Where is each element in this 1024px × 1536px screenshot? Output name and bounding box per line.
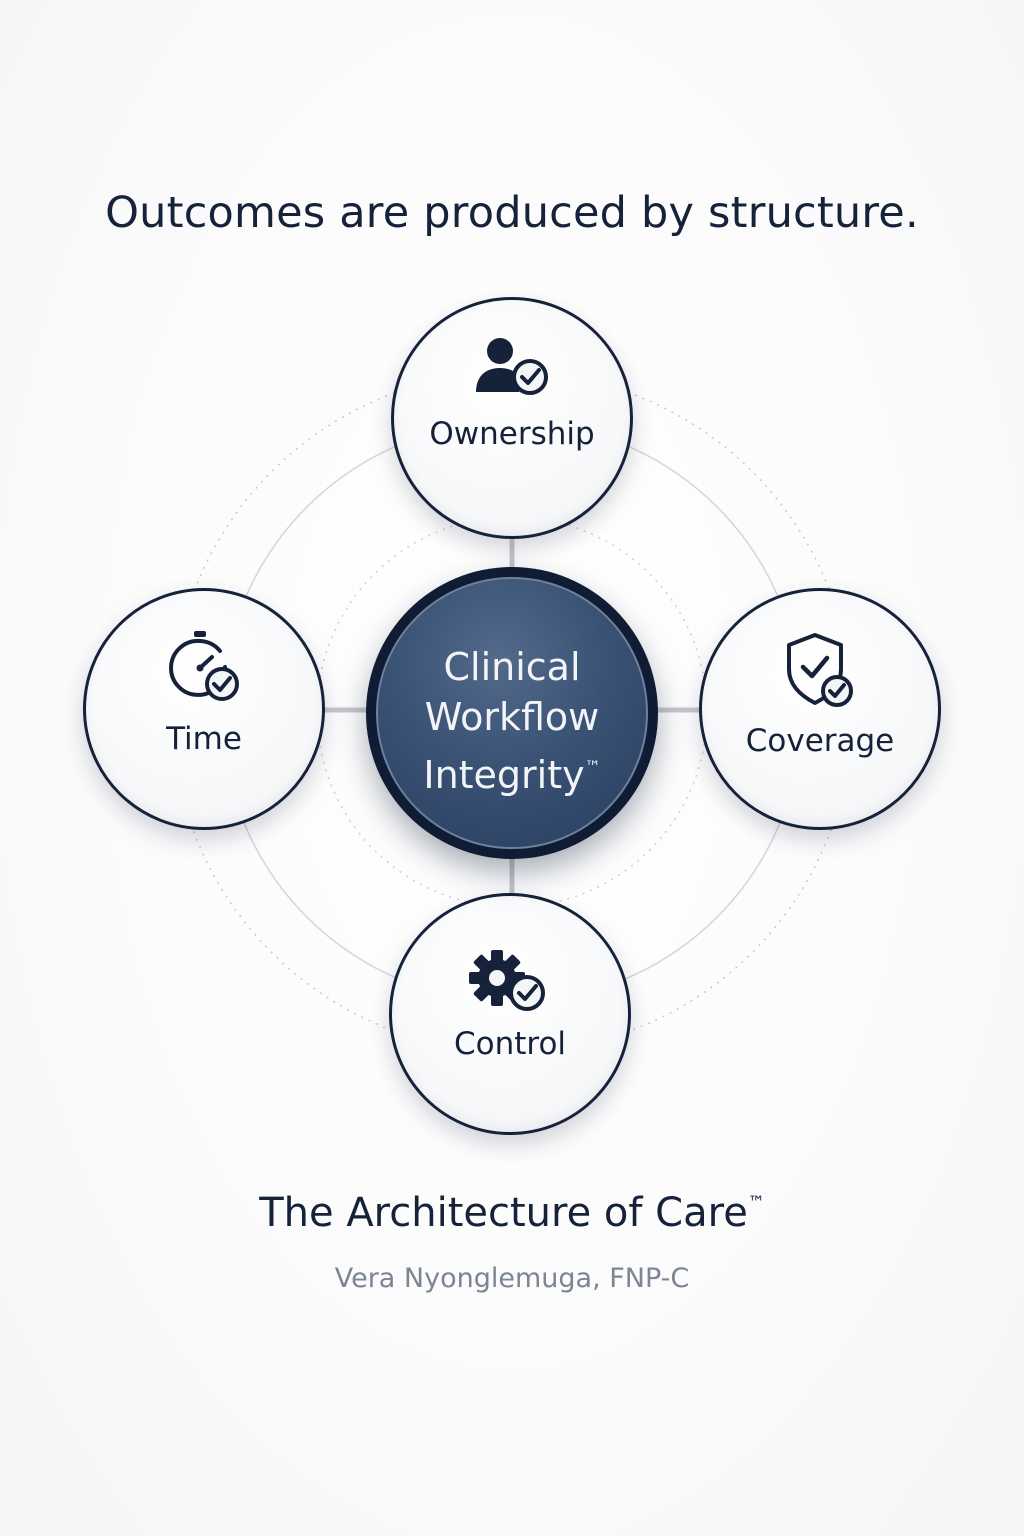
center-line-1: Clinical bbox=[443, 645, 581, 689]
headline: Outcomes are produced by structure. bbox=[105, 188, 919, 238]
node-label-time: Time bbox=[166, 721, 242, 757]
gear-check-icon bbox=[469, 950, 545, 1011]
node-coverage: Coverage bbox=[699, 588, 941, 830]
node-label-coverage: Coverage bbox=[745, 723, 895, 759]
center-line-2: Workflow bbox=[424, 695, 600, 739]
stopwatch-check-icon bbox=[169, 631, 239, 701]
footer-title: The Architecture of Care™ bbox=[0, 1190, 1024, 1236]
shield-check-icon bbox=[787, 633, 853, 707]
center-line-3-text: Integrity bbox=[423, 753, 585, 797]
center-node: Clinical Workflow Integrity™ bbox=[366, 567, 658, 859]
center-node-face: Clinical Workflow Integrity™ bbox=[376, 577, 648, 849]
node-label-control: Control bbox=[453, 1026, 567, 1062]
footer-title-text: The Architecture of Care bbox=[259, 1190, 748, 1236]
center-line-3: Integrity™ bbox=[378, 742, 646, 800]
node-control: Control bbox=[389, 893, 631, 1135]
user-check-icon bbox=[476, 338, 548, 395]
footer-author: Vera Nyonglemuga, FNP-C bbox=[334, 1263, 690, 1294]
node-ownership: Ownership bbox=[391, 297, 633, 539]
center-trademark: ™ bbox=[584, 757, 601, 776]
node-label-ownership: Ownership bbox=[429, 416, 595, 452]
node-time: Time bbox=[83, 588, 325, 830]
footer-trademark: ™ bbox=[747, 1193, 765, 1213]
